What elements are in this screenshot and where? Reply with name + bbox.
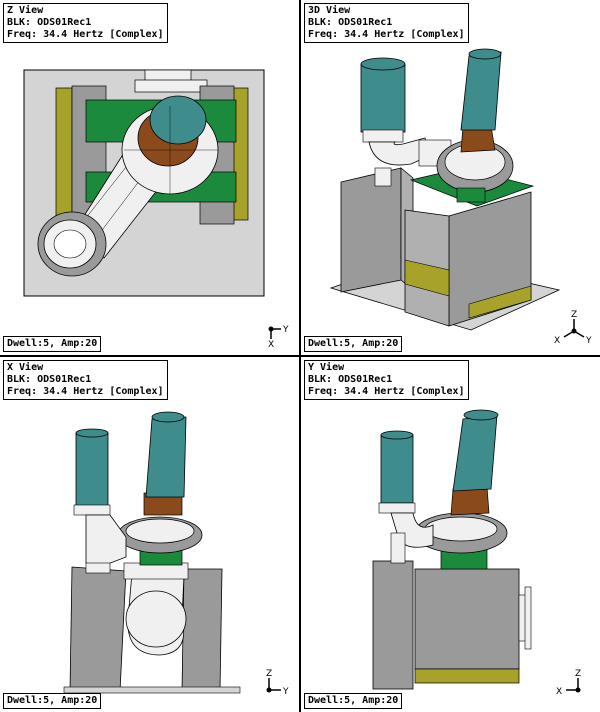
axis-triad-icon: Z X Y [554,310,592,346]
3d-view-info-box: 3D View BLK: ODS01Rec1 Freq: 34.4 Hertz … [304,3,469,43]
z-view-pane[interactable]: Z View BLK: ODS01Rec1 Freq: 34.4 Hertz [… [0,0,299,355]
frequency-label: Freq: 34.4 Hertz [Complex] [308,29,465,40]
triad-x-label: X [554,336,560,346]
dwell-amp-label: Dwell:5, Amp:20 [304,693,403,709]
axis-triad-icon: Z X [556,669,581,697]
x-view-info-box: X View BLK: ODS01Rec1 Freq: 34.4 Hertz [… [3,360,168,400]
view-title: 3D View [308,5,351,16]
frequency-label: Freq: 34.4 Hertz [Complex] [308,386,465,397]
view-title: Y View [308,362,345,373]
axis-triad-icon: Y X [268,325,289,349]
x-view-model [63,411,241,694]
y-view-model [372,409,532,690]
block-label: BLK: ODS01Rec1 [308,17,393,28]
triad-x-label: X [268,340,274,349]
dwell-amp-label: Dwell:5, Amp:20 [304,336,403,352]
triad-z-label: Z [575,669,581,679]
view-title: Z View [7,5,44,16]
view-title: X View [7,362,44,373]
block-label: BLK: ODS01Rec1 [7,17,92,28]
block-label: BLK: ODS01Rec1 [308,374,393,385]
axis-triad-icon: Z Y [266,669,289,697]
triad-y-label: Y [282,325,289,335]
y-view-info-box: Y View BLK: ODS01Rec1 Freq: 34.4 Hertz [… [304,360,469,400]
dwell-amp-label: Dwell:5, Amp:20 [3,693,102,709]
frequency-label: Freq: 34.4 Hertz [Complex] [7,386,164,397]
triad-z-label: Z [571,310,577,320]
z-view-model [23,69,265,297]
dwell-amp-label: Dwell:5, Amp:20 [3,336,102,352]
triad-z-label: Z [266,669,272,679]
3d-view-model [329,48,561,331]
frequency-label: Freq: 34.4 Hertz [Complex] [7,29,164,40]
triad-x-label: X [556,687,562,697]
triad-y-label: Y [282,687,289,697]
x-view-pane[interactable]: X View BLK: ODS01Rec1 Freq: 34.4 Hertz [… [0,357,299,712]
3d-view-pane[interactable]: 3D View BLK: ODS01Rec1 Freq: 34.4 Hertz … [301,0,600,355]
y-view-pane[interactable]: Y View BLK: ODS01Rec1 Freq: 34.4 Hertz [… [301,357,600,712]
block-label: BLK: ODS01Rec1 [7,374,92,385]
triad-y-label: Y [585,336,592,346]
z-view-info-box: Z View BLK: ODS01Rec1 Freq: 34.4 Hertz [… [3,3,168,43]
